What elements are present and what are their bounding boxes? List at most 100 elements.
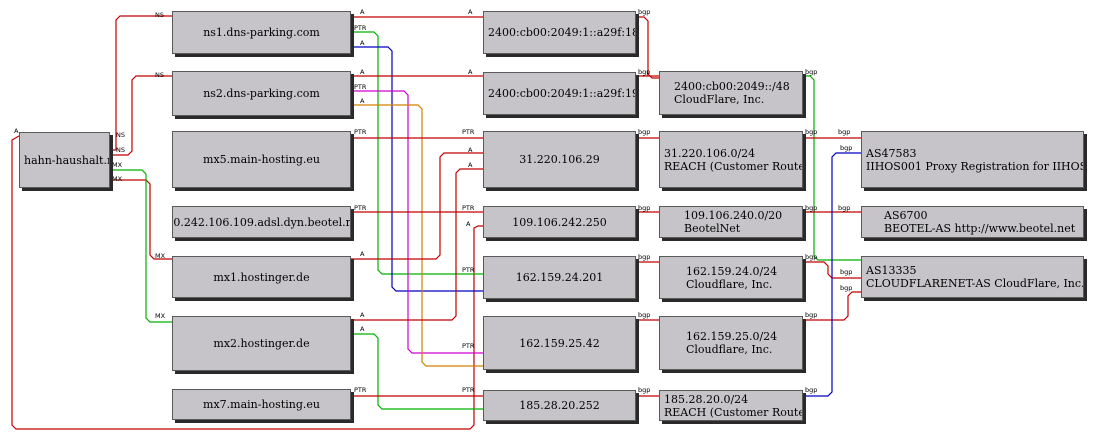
edge-beotel-ip109-label-1: PTR — [354, 204, 367, 212]
edge-pfx31-as47583-label-1: bgp — [805, 128, 817, 136]
edge-pfx162-25-as13335 — [803, 291, 861, 321]
edge-pfx162-24-as13335 — [803, 261, 861, 279]
edge-pfx162-25-as13335-label-2: bgp — [840, 284, 852, 292]
node-pfx-162-24-line-1: 162.159.24.0/24 — [686, 264, 778, 278]
node-mx1-line-1: mx1.hostinger.de — [213, 270, 310, 284]
node-ip6a[interactable]: 2400:cb00:2049:1::a29f:18c9 — [483, 11, 636, 54]
edge-pfx185-as47583-label-2: bgp — [840, 144, 852, 152]
node-pfx-cf6-line-1: 2400:cb00:2049::/48 — [674, 80, 790, 93]
edge-root-mx1-label-1: MX — [112, 175, 123, 183]
edge-ns1-ip6a-label-1: A — [360, 8, 365, 16]
edge-mx2-ip31-label-2: A — [468, 161, 473, 169]
node-as13335-line-1: AS13335 — [866, 264, 917, 277]
node-ip-109-line-1: 109.106.242.250 — [512, 215, 607, 229]
edge-pfx162-24-as13335-label-1: bgp — [805, 253, 817, 261]
edge-root-mx2 — [110, 169, 172, 323]
edge-ns2-ip6b-label-1: A — [360, 68, 365, 76]
node-pfx-185[interactable]: 185.28.20.0/24 REACH (Customer Route) — [659, 390, 803, 421]
edge-root-ns2-label-1: NS — [155, 71, 164, 79]
edge-mx5-ip31-label-1: PTR — [354, 128, 367, 136]
edge-pfx109-as6700-label-2: bgp — [838, 204, 850, 212]
node-mx2[interactable]: mx2.hostinger.de — [172, 316, 351, 371]
edge-pfx185-as47583 — [803, 152, 861, 397]
node-root-line-1: hahn-haushalt.net — [24, 153, 109, 167]
node-as6700-line-2: BEOTEL-AS http://www.beotel.net — [884, 222, 1076, 235]
edge-ip185-pfx185-label-1: bgp — [638, 386, 650, 394]
node-pfx-109-line-1: 109.106.240.0/20 — [684, 209, 783, 222]
edge-beotel-ip109-label-2: PTR — [462, 204, 475, 212]
node-mx7-line-1: mx7.main-hosting.eu — [203, 398, 320, 411]
edge-ip162-24-pfx-label-1: bgp — [638, 253, 650, 261]
node-ip-162-24[interactable]: 162.159.24.201 — [483, 256, 636, 299]
node-ip-185[interactable]: 185.28.20.252 — [483, 390, 636, 421]
node-ip-162-24-line-1: 162.159.24.201 — [515, 271, 604, 284]
edge-root-ns1-label-1: NS — [155, 11, 164, 19]
node-as6700[interactable]: AS6700 BEOTEL-AS http://www.beotel.net — [861, 206, 1084, 238]
node-pfx-162-24-line-2: Cloudflare, Inc. — [686, 277, 773, 291]
node-ip-109[interactable]: 109.106.242.250 — [483, 206, 636, 238]
node-pfx-162-25-line-2: Cloudflare, Inc. — [686, 343, 773, 356]
node-pfx-31[interactable]: 31.220.106.0/24 REACH (Customer Route) — [659, 131, 803, 188]
edge-ip31-pfx31-label-1: bgp — [638, 128, 650, 136]
node-pfx-162-25-line-1: 162.159.25.0/24 — [686, 330, 778, 343]
node-mx5[interactable]: mx5.main-hosting.eu — [172, 131, 351, 188]
node-mx1[interactable]: mx1.hostinger.de — [172, 256, 351, 298]
edge-ns1-ip6a-label-2: A — [468, 8, 473, 16]
node-as6700-line-1: AS6700 — [884, 209, 928, 222]
edge-ns2-162-25 — [351, 90, 483, 354]
edge-pfx185-as47583-label-1: bgp — [805, 386, 817, 394]
node-as47583-line-2: IIHOS001 Proxy Registration for IIHOS001 — [866, 159, 1084, 173]
edge-mx5-ip31-label-2: PTR — [462, 128, 475, 136]
edge-root-ns1-label-2: NS — [116, 131, 125, 139]
edge-root-mx2-label-2: MX — [155, 312, 166, 320]
edge-root-mx2-label-1: MX — [112, 161, 123, 169]
node-ip-185-line-1: 185.28.20.252 — [519, 399, 600, 412]
node-pfx-cf6[interactable]: 2400:cb00:2049::/48 CloudFlare, Inc. — [659, 71, 803, 115]
node-ip6b-line-1: 2400:cb00:2049:1::a29f:192a — [488, 87, 635, 100]
edge-ns1-162-24-label-2: PTR — [462, 266, 475, 274]
edge-pfx162-25-as13335-label-1: bgp — [805, 311, 817, 319]
node-beotel-host[interactable]: 250.242.106.109.adsl.dyn.beotel.net — [172, 206, 351, 238]
node-pfx-162-24[interactable]: 162.159.24.0/24 Cloudflare, Inc. — [659, 256, 803, 299]
edge-ns2-162-25-label-2: PTR — [462, 342, 475, 350]
edge-mx2-185-label-1: A — [360, 325, 365, 333]
node-ns1-line-1: ns1.dns-parking.com — [203, 26, 320, 39]
node-pfx-162-25[interactable]: 162.159.25.0/24 Cloudflare, Inc. — [659, 316, 803, 370]
edge-root-ns2 — [110, 75, 172, 156]
edge-ip109-pfx109-label-1: bgp — [638, 204, 650, 212]
edge-mx2-ip31 — [351, 168, 483, 321]
node-root[interactable]: hahn-haushalt.net — [19, 132, 110, 188]
node-as13335[interactable]: AS13335 CLOUDFLARENET-AS CloudFlare, Inc… — [861, 256, 1084, 298]
edge-mx7-185-label-2: PTR — [462, 386, 475, 394]
edge-root-ns1 — [110, 15, 172, 151]
node-pfx-31-line-1: 31.220.106.0/24 — [664, 146, 756, 160]
edge-ip6a-cf6 — [636, 16, 659, 79]
node-pfx-cf6-line-2: CloudFlare, Inc. — [674, 93, 765, 106]
edge-ns2-ip6b-label-2: A — [468, 68, 473, 76]
node-ns1[interactable]: ns1.dns-parking.com — [172, 11, 351, 54]
node-mx2-line-1: mx2.hostinger.de — [213, 337, 310, 350]
edge-mx2-ip31-label-1: A — [360, 311, 365, 319]
node-ip-162-25-line-1: 162.159.25.42 — [519, 336, 600, 350]
edge-ns1-162-24-a-label-1: A — [360, 39, 365, 47]
node-ip-162-25[interactable]: 162.159.25.42 — [483, 316, 636, 370]
node-ip6a-line-1: 2400:cb00:2049:1::a29f:18c9 — [488, 26, 636, 39]
node-mx7[interactable]: mx7.main-hosting.eu — [172, 389, 351, 420]
node-pfx-31-line-2: REACH (Customer Route) — [664, 159, 803, 173]
node-pfx-109[interactable]: 109.106.240.0/20 BeotelNet — [659, 206, 803, 238]
edge-ns1-162-24 — [351, 31, 483, 275]
edge-ns2-162-25-label-1: PTR — [354, 83, 367, 91]
node-ip6b[interactable]: 2400:cb00:2049:1::a29f:192a — [483, 72, 636, 115]
edge-root-a185-label-2: A — [466, 220, 471, 228]
node-as47583[interactable]: AS47583 IIHOS001 Proxy Registration for … — [861, 131, 1084, 188]
node-ip-31[interactable]: 31.220.106.29 — [483, 131, 636, 188]
node-pfx-185-line-2: REACH (Customer Route) — [664, 405, 803, 419]
node-as13335-line-2: CLOUDFLARENET-AS CloudFlare, Inc. — [866, 277, 1084, 290]
edge-mx2-185 — [351, 333, 483, 410]
edge-ip6b-cf6-label-1: bgp — [638, 68, 650, 76]
edge-pfx31-as47583-label-2: bgp — [838, 128, 850, 136]
node-ns2[interactable]: ns2.dns-parking.com — [172, 71, 351, 116]
edge-ip6a-cf6-label-1: bgp — [638, 8, 650, 16]
